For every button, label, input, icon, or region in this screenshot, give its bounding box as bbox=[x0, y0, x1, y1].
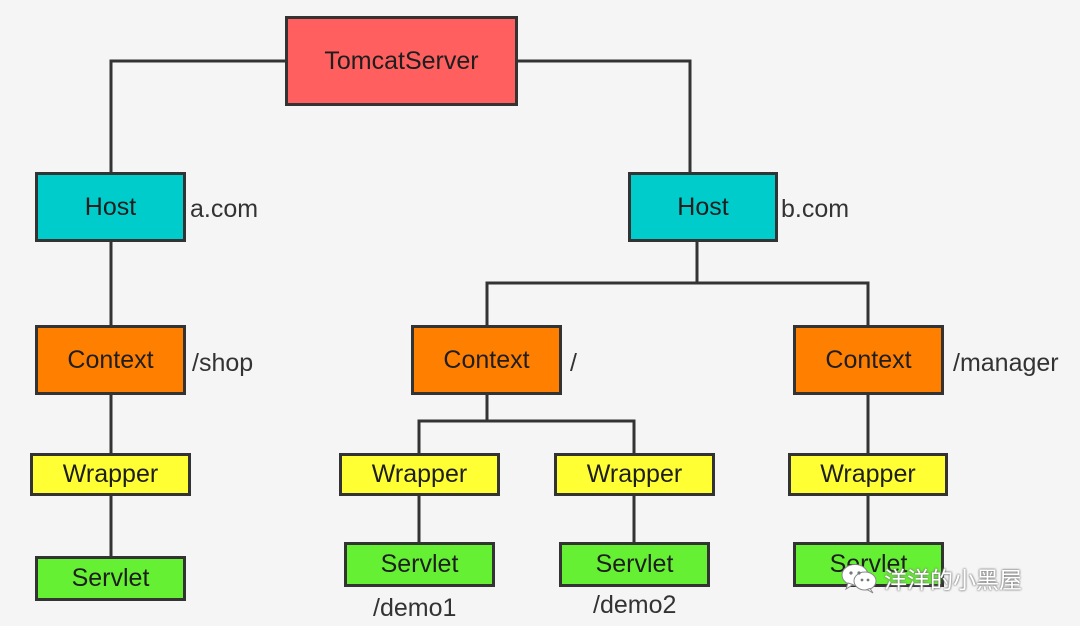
context-shop-path-label: /shop bbox=[192, 349, 254, 377]
host-b-node: Host bbox=[628, 172, 778, 242]
wrapper-c-node: Wrapper bbox=[788, 453, 948, 496]
context-manager-node: Context bbox=[793, 325, 944, 395]
wrapper-b1-node: Wrapper bbox=[339, 453, 500, 496]
context-manager-path-label: /manager bbox=[953, 349, 1059, 377]
wrapper-b2-node: Wrapper bbox=[554, 453, 715, 496]
wrapper-a-node: Wrapper bbox=[30, 453, 191, 496]
servlet-b2-path-label: /demo2 bbox=[593, 591, 677, 619]
host-b-domain-label: b.com bbox=[781, 195, 850, 223]
context-shop-node: Context bbox=[35, 325, 186, 395]
edge-server-host-a bbox=[109, 59, 287, 173]
wechat-icon bbox=[841, 564, 877, 594]
context-root-node: Context bbox=[411, 325, 562, 395]
edge-host-b-context-root bbox=[485, 281, 697, 326]
watermark: 洋洋的小黑屋 bbox=[840, 561, 1022, 595]
servlet-b1-node: Servlet bbox=[344, 542, 495, 587]
edge-host-b-context-manager bbox=[697, 281, 870, 326]
edge-server-host-b bbox=[516, 59, 692, 173]
watermark-text: 洋洋的小黑屋 bbox=[884, 567, 1022, 593]
servlet-b1-path-label: /demo1 bbox=[373, 594, 457, 622]
edge-context-root-wrapper-2 bbox=[487, 419, 636, 454]
host-a-domain-label: a.com bbox=[190, 195, 259, 223]
tomcat-server-node: TomcatServer bbox=[285, 16, 518, 106]
edge-context-root-wrapper-1 bbox=[417, 419, 487, 454]
context-root-path-label: / bbox=[570, 349, 577, 377]
host-a-node: Host bbox=[35, 172, 186, 242]
servlet-b2-node: Servlet bbox=[559, 542, 710, 587]
servlet-a-node: Servlet bbox=[35, 556, 186, 601]
